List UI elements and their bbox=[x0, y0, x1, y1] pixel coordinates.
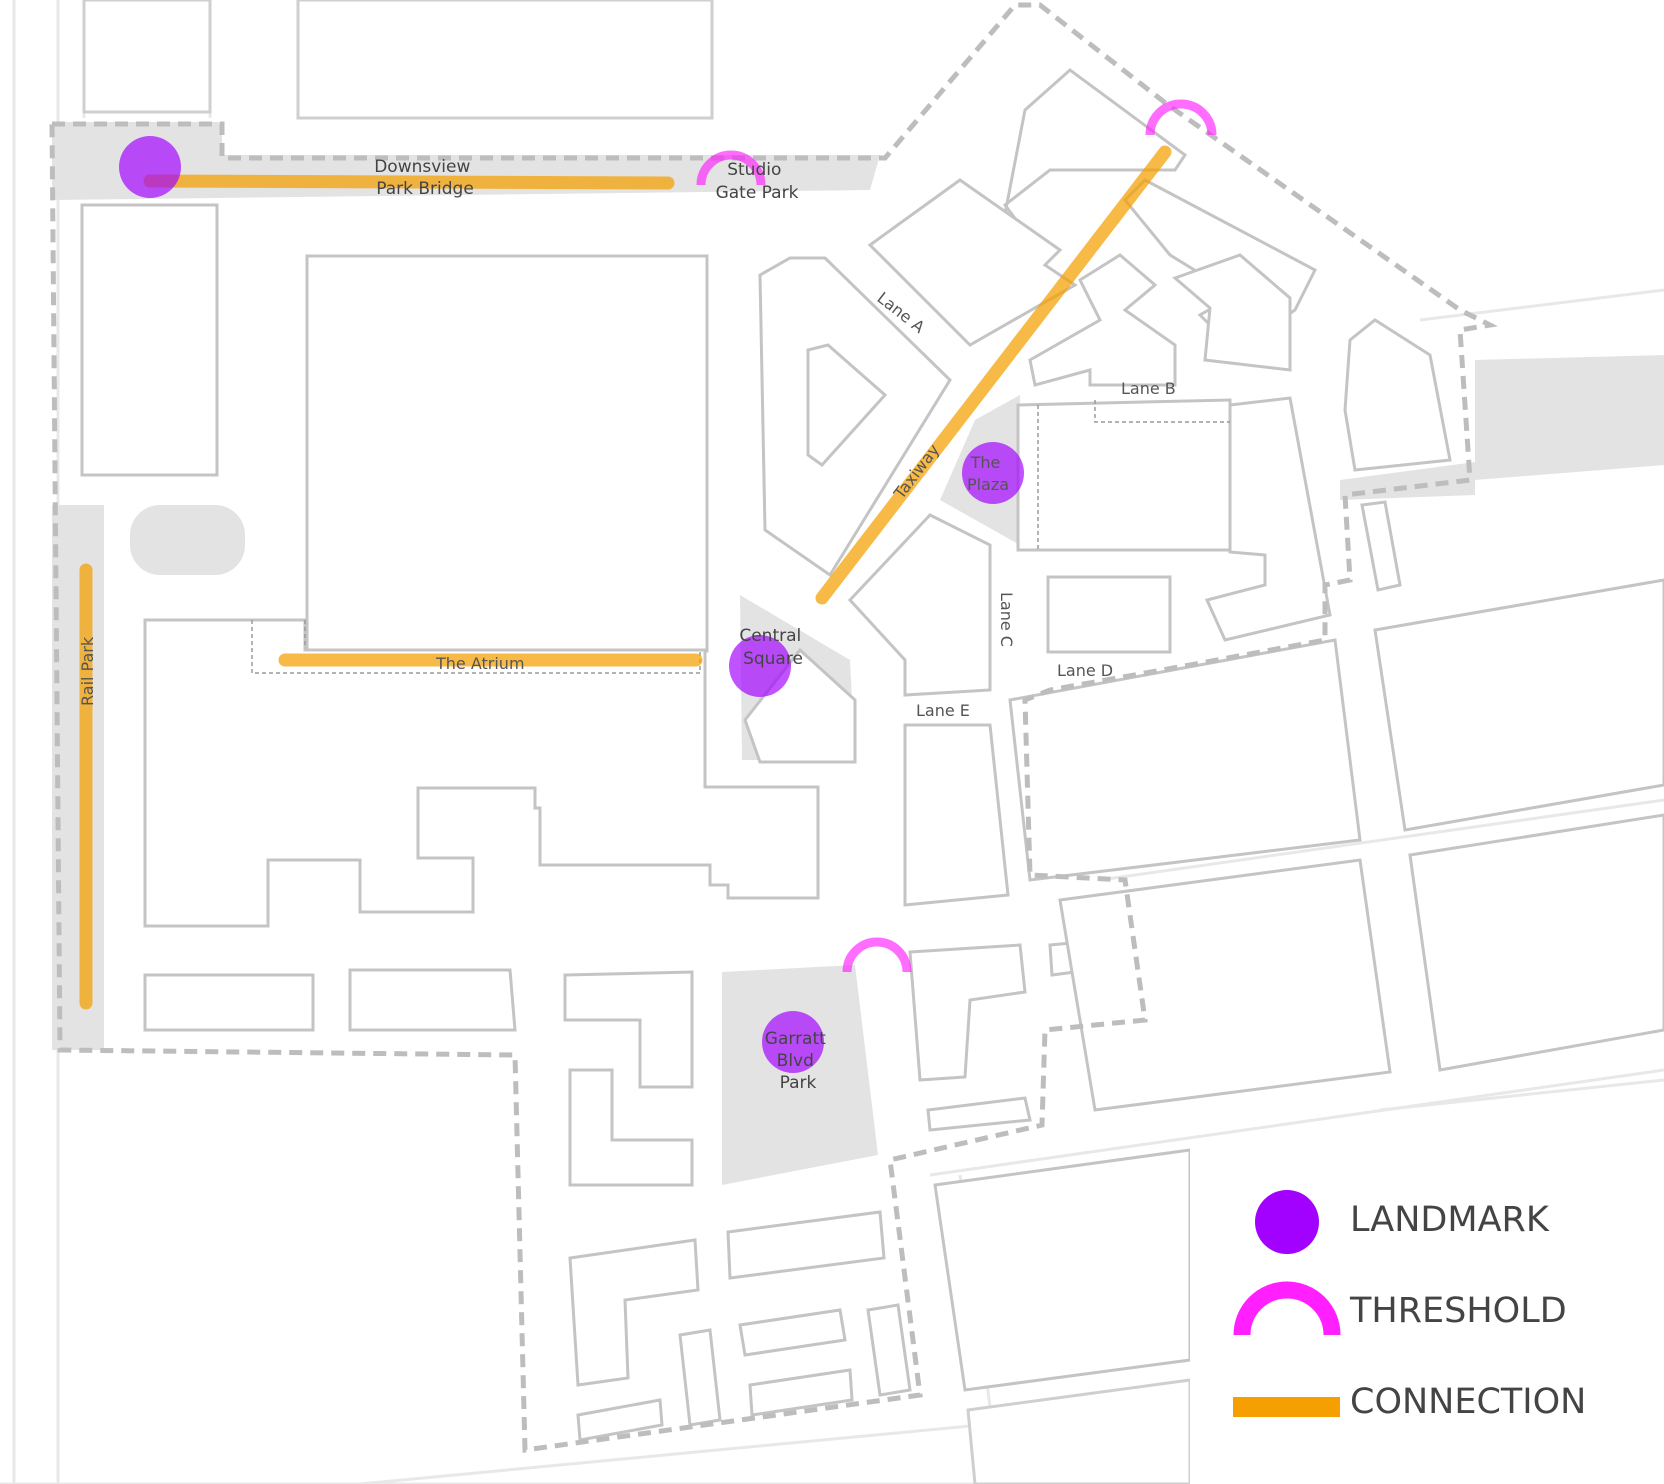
label-lane-e: Lane E bbox=[916, 701, 970, 720]
connection-taxiway bbox=[815, 145, 1172, 605]
landmark-the-plaza bbox=[962, 442, 1024, 504]
legend-landmark-swatch bbox=[1255, 1190, 1319, 1254]
landmark-central-square bbox=[729, 635, 791, 697]
label-lane-b: Lane B bbox=[1121, 379, 1176, 398]
buildings bbox=[80, 0, 1664, 1484]
thresholds bbox=[696, 99, 1217, 973]
legend-connection-label: CONNECTION bbox=[1350, 1382, 1586, 1422]
label-garratt-blvd-park: Garratt Blvd Park bbox=[765, 1029, 831, 1093]
threshold-studio-gate-park bbox=[696, 150, 766, 186]
label-downsview-park-bridge: Downsview Park Bridge bbox=[374, 157, 476, 199]
label-the-atrium: The Atrium bbox=[435, 654, 525, 673]
label-central-square: Central Square bbox=[739, 626, 806, 669]
label-lane-c: Lane C bbox=[997, 592, 1016, 647]
threshold-northeast bbox=[1145, 99, 1217, 136]
legend: LANDMARK THRESHOLD CONNECTION bbox=[1190, 1145, 1664, 1484]
site-boundary bbox=[49, 2, 1498, 1453]
label-the-plaza: The Plaza bbox=[967, 453, 1009, 494]
label-studio-gate-park: Studio Gate Park bbox=[716, 160, 799, 203]
landmark-garratt-blvd-park bbox=[762, 1011, 824, 1073]
landmark-west bbox=[119, 136, 181, 198]
connection-downsview-park-bridge bbox=[143, 174, 675, 190]
legend-threshold-swatch bbox=[1233, 1281, 1341, 1336]
threshold-south bbox=[842, 937, 912, 973]
legend-connection-swatch bbox=[1233, 1397, 1340, 1417]
label-lane-d: Lane D bbox=[1057, 661, 1113, 680]
landmarks bbox=[119, 136, 1024, 1073]
legend-threshold-label: THRESHOLD bbox=[1349, 1291, 1567, 1331]
label-rail-park: Rail Park bbox=[78, 636, 97, 706]
legend-landmark-label: LANDMARK bbox=[1350, 1200, 1550, 1240]
connections bbox=[79, 145, 1172, 1010]
